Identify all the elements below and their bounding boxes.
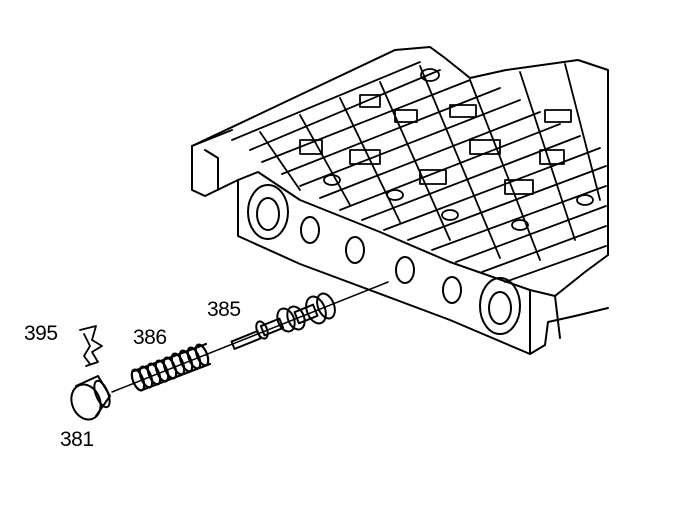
retainer-clip-395 [79, 325, 103, 367]
valve-body-casting [191, 46, 609, 355]
front-bores [247, 184, 521, 335]
spring-386 [130, 342, 212, 392]
callout-381: 381 [60, 428, 94, 451]
callout-386: 386 [133, 326, 167, 349]
fluid-passages [231, 61, 607, 283]
valve-385 [230, 292, 336, 350]
callout-395: 395 [24, 322, 58, 345]
callout-385: 385 [207, 298, 241, 321]
plug-381 [70, 375, 111, 421]
